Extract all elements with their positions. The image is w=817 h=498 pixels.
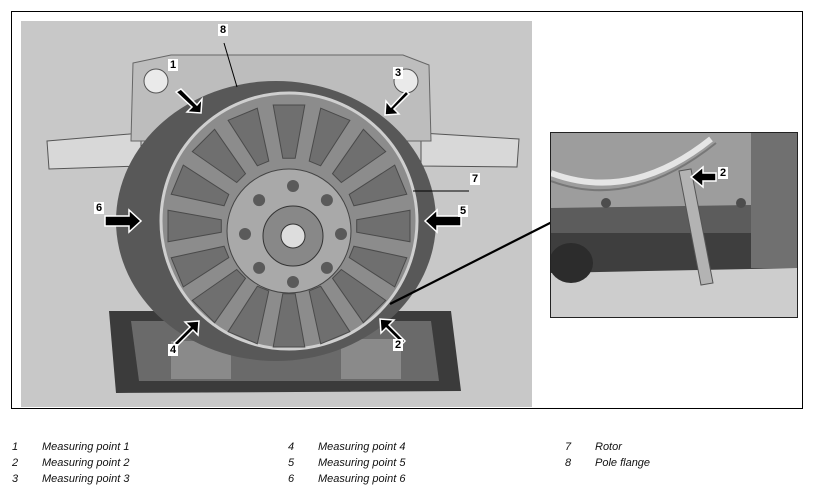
detail-illustration xyxy=(551,133,797,317)
rotor-rib xyxy=(167,209,222,243)
hub-bolt xyxy=(287,180,299,192)
rotor-rib xyxy=(227,285,270,345)
hub-bolt xyxy=(335,228,347,240)
rotor-rib xyxy=(170,245,230,288)
figure-frame: 8 1 3 7 6 5 4 2 2 xyxy=(11,11,803,409)
callout-2: 2 xyxy=(393,339,404,351)
motor-illustration xyxy=(21,21,532,407)
callout-4: 4 xyxy=(168,344,179,356)
rotor-rib xyxy=(308,285,351,345)
motor-photo xyxy=(21,21,532,407)
hub-bolt xyxy=(253,194,266,207)
callout-7: 7 xyxy=(470,173,481,185)
hub-bolt xyxy=(239,228,251,240)
callout-5: 5 xyxy=(458,205,469,217)
rotor-rib xyxy=(191,128,247,184)
rotor-rib xyxy=(348,164,408,207)
callout-6: 6 xyxy=(94,202,105,214)
callout-8: 8 xyxy=(218,24,229,36)
rotor-rib xyxy=(170,164,230,207)
hub-bolt xyxy=(287,276,299,288)
rotor-rib xyxy=(331,268,387,324)
rotor-rib xyxy=(272,104,306,159)
callout-1: 1 xyxy=(168,59,179,71)
figure-legend: 1 Measuring point 1 2 Measuring point 2 … xyxy=(12,441,651,485)
rotor-rib xyxy=(308,107,351,167)
rotor-rib xyxy=(227,107,270,167)
callout-inset-2: 2 xyxy=(718,167,729,179)
hub-bolt xyxy=(320,194,333,207)
hub-bolt xyxy=(253,261,266,274)
rotor-rib xyxy=(272,293,306,348)
rotor-rib xyxy=(331,128,387,184)
hub-bolt xyxy=(320,261,333,274)
callout-3: 3 xyxy=(393,67,404,79)
rotor-rib xyxy=(191,268,247,324)
detail-inset-photo xyxy=(550,132,798,318)
